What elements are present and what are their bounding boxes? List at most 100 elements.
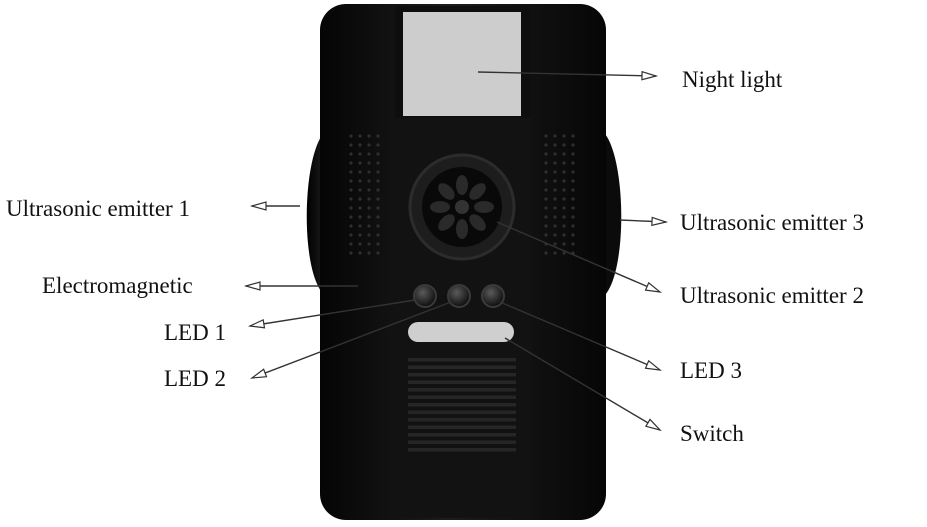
vent-slot bbox=[408, 373, 516, 377]
speaker-grill-left bbox=[349, 134, 380, 255]
grill-dot bbox=[367, 143, 371, 147]
grill-dot bbox=[349, 134, 353, 138]
vent-slot bbox=[408, 433, 516, 437]
grill-dot bbox=[349, 251, 353, 255]
label-switch: Switch bbox=[680, 421, 744, 446]
grill-dot bbox=[571, 152, 575, 156]
vent-slot bbox=[408, 358, 516, 362]
grill-dot bbox=[376, 215, 380, 219]
label-electromagnetic: Electromagnetic bbox=[42, 273, 193, 298]
ultrasonic-emitter-2-blades bbox=[430, 175, 494, 239]
grill-dot bbox=[358, 143, 362, 147]
grill-dot bbox=[562, 242, 566, 246]
night-light-shade bbox=[403, 12, 521, 116]
grill-dot bbox=[544, 215, 548, 219]
grill-dot bbox=[544, 152, 548, 156]
grill-dot bbox=[349, 188, 353, 192]
grill-dot bbox=[544, 161, 548, 165]
speaker-grill-right bbox=[544, 134, 575, 255]
grill-dot bbox=[358, 242, 362, 246]
grill-dot bbox=[571, 233, 575, 237]
vent-slot bbox=[408, 425, 516, 429]
fan-blade bbox=[456, 219, 468, 239]
grill-dot bbox=[571, 161, 575, 165]
arrow-head bbox=[249, 201, 267, 211]
grill-dot bbox=[367, 233, 371, 237]
switch bbox=[408, 322, 514, 342]
fan-blade bbox=[438, 183, 455, 200]
grill-dot bbox=[571, 134, 575, 138]
grill-dot bbox=[358, 233, 362, 237]
grill-dot bbox=[376, 161, 380, 165]
label-ultrasonic-emitter-2: Ultrasonic emitter 2 bbox=[680, 283, 864, 308]
grill-dot bbox=[376, 152, 380, 156]
grill-dot bbox=[367, 170, 371, 174]
grill-dot bbox=[562, 134, 566, 138]
fan-blade bbox=[430, 201, 450, 213]
arrow-head bbox=[641, 70, 659, 81]
grill-dot bbox=[367, 152, 371, 156]
fan-blade bbox=[456, 175, 468, 195]
arrow-head bbox=[247, 318, 266, 329]
grill-dot bbox=[562, 206, 566, 210]
fan-blade bbox=[438, 214, 455, 231]
leader-line bbox=[251, 301, 452, 379]
grill-dot bbox=[553, 134, 557, 138]
grill-dot bbox=[544, 206, 548, 210]
grill-dot bbox=[544, 134, 548, 138]
vent-slot bbox=[408, 410, 516, 414]
grill-dot bbox=[349, 206, 353, 210]
grill-dot bbox=[358, 161, 362, 165]
grill-dot bbox=[571, 242, 575, 246]
grill-dot bbox=[367, 242, 371, 246]
grill-dot bbox=[349, 143, 353, 147]
grill-dot bbox=[562, 197, 566, 201]
grill-dot bbox=[553, 224, 557, 228]
grill-dot bbox=[376, 251, 380, 255]
grill-dot bbox=[358, 224, 362, 228]
grill-dot bbox=[571, 215, 575, 219]
grill-dot bbox=[349, 170, 353, 174]
grill-dot bbox=[571, 197, 575, 201]
arrow-head bbox=[249, 368, 268, 379]
bottom-vent bbox=[408, 358, 516, 452]
grill-dot bbox=[553, 161, 557, 165]
grill-dot bbox=[544, 251, 548, 255]
label-led-3: LED 3 bbox=[680, 358, 742, 383]
grill-dot bbox=[544, 188, 548, 192]
grill-dot bbox=[376, 224, 380, 228]
arrow-head bbox=[651, 216, 669, 227]
grill-dot bbox=[562, 179, 566, 183]
leader-line bbox=[249, 299, 416, 327]
grill-dot bbox=[544, 197, 548, 201]
grill-dot bbox=[544, 143, 548, 147]
fan-blade bbox=[469, 214, 486, 231]
grill-dot bbox=[367, 161, 371, 165]
grill-dot bbox=[376, 188, 380, 192]
grill-dot bbox=[358, 197, 362, 201]
label-ultrasonic-emitter-1: Ultrasonic emitter 1 bbox=[6, 196, 190, 221]
label-ultrasonic-emitter-3: Ultrasonic emitter 3 bbox=[680, 210, 864, 235]
grill-dot bbox=[349, 161, 353, 165]
grill-dot bbox=[571, 170, 575, 174]
vent-slot bbox=[408, 395, 516, 399]
fan-blade bbox=[474, 201, 494, 213]
grill-dot bbox=[367, 251, 371, 255]
grill-dot bbox=[367, 224, 371, 228]
grill-dot bbox=[571, 179, 575, 183]
ultrasonic-emitter-2-hub bbox=[455, 200, 469, 214]
grill-dot bbox=[376, 143, 380, 147]
grill-dot bbox=[544, 224, 548, 228]
grill-dot bbox=[571, 143, 575, 147]
grill-dot bbox=[367, 188, 371, 192]
label-led-2: LED 2 bbox=[164, 366, 226, 391]
arrow-head bbox=[644, 281, 663, 293]
grill-dot bbox=[553, 179, 557, 183]
grill-dot bbox=[562, 233, 566, 237]
grill-dot bbox=[562, 188, 566, 192]
grill-dot bbox=[349, 197, 353, 201]
vent-slot bbox=[408, 365, 516, 369]
led-3 bbox=[481, 284, 505, 308]
arrow-head bbox=[644, 418, 662, 432]
grill-dot bbox=[571, 206, 575, 210]
